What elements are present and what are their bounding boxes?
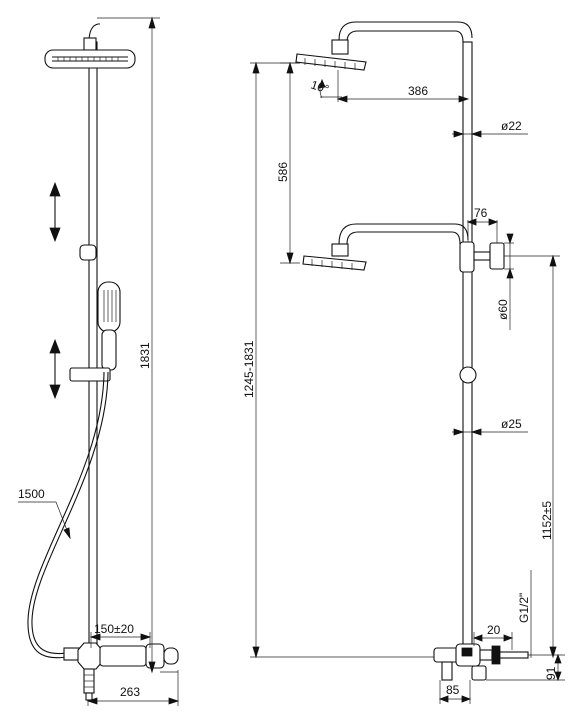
upper-head-offset-label: 586: [276, 162, 290, 182]
height-adjust-arrow-lower: [49, 338, 61, 400]
top-pipe-diameter-callout: ø22: [452, 119, 528, 138]
tilt-angle-label: 10°: [309, 78, 331, 97]
side-hose: [27, 371, 105, 659]
total-height-dimension: 1831: [97, 16, 178, 674]
bracket-spacing-dimension: 150±20: [89, 622, 152, 648]
front-lower-arm-inner: [346, 231, 461, 245]
front-top-arm-inner: [346, 30, 464, 43]
side-hand-shower: [97, 281, 121, 371]
hose-length-label: 1500: [18, 487, 45, 501]
upper-head-offset-dimension: 586: [276, 61, 300, 265]
projection-label: 263: [120, 685, 140, 699]
top-pipe-diameter-label: ø22: [501, 119, 522, 133]
mixer-width-dimension: 85: [438, 680, 472, 704]
hose-length-callout: 1500: [18, 487, 71, 540]
inlet-offset-dimension: 20: [472, 623, 514, 650]
arm-length-label: 386: [408, 84, 428, 98]
front-top-arm: [338, 21, 473, 41]
thread-size-label: G1/2": [517, 593, 531, 623]
side-hand-shower-holder: [69, 367, 111, 382]
side-mixer-valve: [63, 642, 179, 701]
bracket-spacing-label: 150±20: [94, 622, 134, 636]
front-mixer-valve: [433, 643, 529, 681]
side-overhead-shower-head: [44, 49, 136, 69]
front-riser-pipe: [462, 41, 473, 653]
bracket-diameter-callout: ø60: [496, 233, 514, 330]
bottom-pipe-diameter-label: ø25: [501, 417, 522, 431]
side-view: 1500 1831 150±20 263: [18, 16, 180, 706]
mixer-width-label: 85: [446, 683, 460, 697]
inlet-offset-label: 20: [487, 623, 501, 637]
side-slider-clip: [79, 244, 97, 261]
projection-dimension: 263: [86, 670, 180, 706]
total-height-label: 1831: [138, 342, 152, 369]
bracket-height-dimension: 1152±5: [504, 254, 560, 659]
front-view: 10° 386 ø22 586: [242, 21, 565, 704]
front-wall-bracket: [473, 242, 505, 270]
arm-length-dimension: 386: [336, 84, 470, 103]
front-lower-shower-head: [302, 243, 367, 271]
wall-bracket-offset-dimension: 76: [466, 206, 499, 243]
height-range-dimension: 1245-1831: [242, 61, 440, 659]
side-hose-inner: [31, 371, 109, 655]
front-diverter-collar: [459, 241, 475, 273]
bracket-diameter-label: ø60: [496, 299, 510, 320]
tilt-angle-annotation: 10°: [309, 70, 342, 102]
front-slider-knob: [459, 366, 477, 384]
bracket-height-label: 1152±5: [540, 501, 554, 540]
inlet-height-label: 91: [544, 666, 558, 680]
bottom-pipe-diameter-callout: ø25: [452, 417, 528, 436]
wall-bracket-offset-label: 76: [474, 206, 488, 220]
height-adjust-arrow-upper: [49, 181, 61, 243]
side-riser-pipe: [88, 41, 98, 651]
front-top-shower-head: [295, 39, 367, 71]
height-range-label: 1245-1831: [242, 340, 256, 398]
thread-size-callout: G1/2": [517, 570, 532, 658]
inlet-height-dimension: 91: [486, 653, 565, 682]
side-head-stem: [83, 37, 97, 51]
front-lower-arm: [338, 223, 469, 245]
